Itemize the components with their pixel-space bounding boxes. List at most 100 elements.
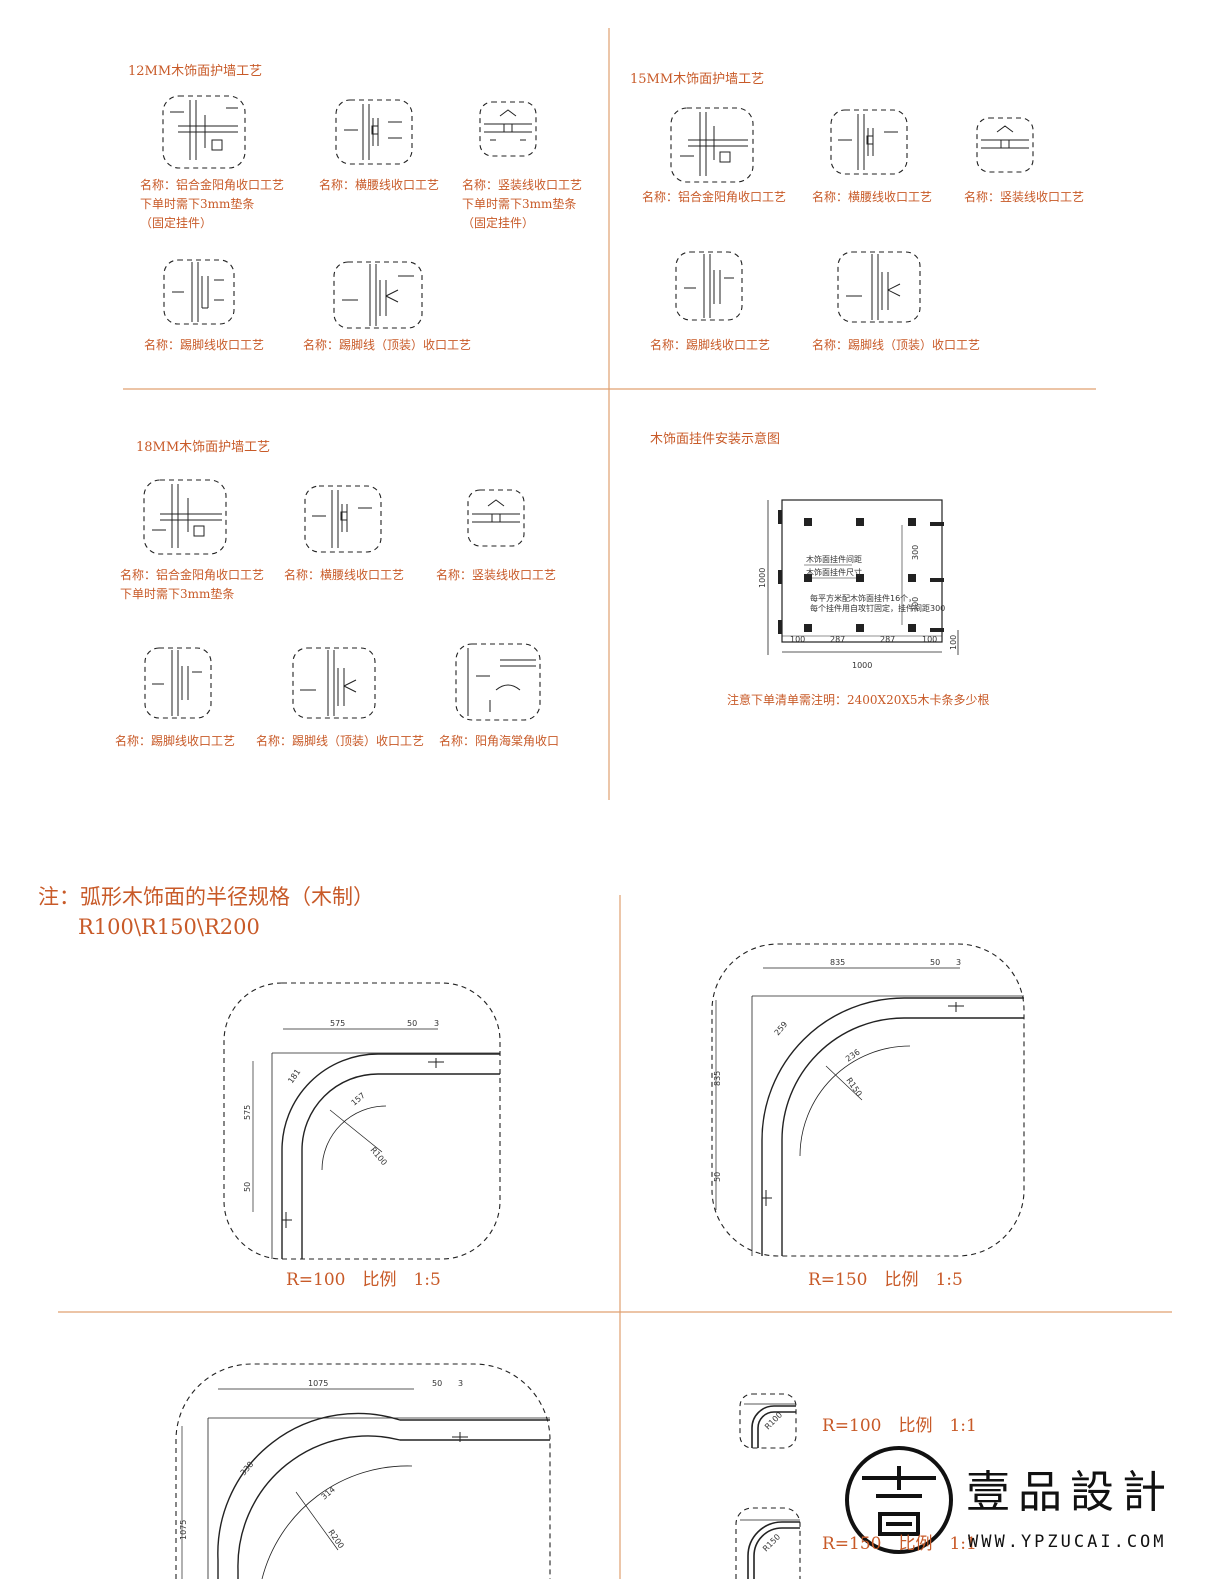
caption-r150: R=150 比例 1:5	[808, 1270, 963, 1290]
label-line: 名称：踢脚线收口工艺	[144, 338, 265, 352]
dim-r200-d2: 50	[432, 1379, 442, 1388]
arc-radii: R100\R150\R200	[78, 915, 260, 939]
section-12mm-title: 12MM木饰面护墙工艺	[128, 64, 263, 79]
label-15-corner: 名称：铝合金阳角收口工艺	[642, 188, 786, 207]
label-line: 名称：踢脚线（顶装）收口工艺	[303, 338, 472, 352]
label-line: 名称：横腰线收口工艺	[284, 568, 405, 582]
hanger-callout-1: 木饰面挂件间距	[806, 554, 862, 564]
detail-18-waist	[304, 485, 382, 553]
dim-r100-d1: 575	[330, 1019, 345, 1028]
hanger-title: 木饰面挂件安装示意图	[650, 432, 781, 447]
label-line: （固定挂件）	[140, 216, 213, 230]
caption-small-r100: R=100 比例 1:1	[822, 1416, 977, 1436]
detail-12-corner	[162, 95, 246, 169]
dim-r150-dv2: 50	[713, 1172, 722, 1182]
label-15-vertical: 名称：竖装线收口工艺	[964, 188, 1084, 207]
hanger-desc-2: 每个挂件用自攻钉固定，挂件间距300	[810, 603, 945, 613]
dim-r100-a1: 181	[286, 1067, 302, 1085]
dim-r200-d1: 1075	[308, 1379, 328, 1388]
dim-r150-d1: 835	[830, 958, 845, 967]
hanger-callout-2: 木饰面挂件尺寸	[806, 567, 862, 577]
arc-r100-small: R100	[739, 1393, 797, 1449]
dim-hanger-h2: 287	[830, 635, 845, 644]
label-line: （固定挂件）	[462, 216, 535, 230]
dim-r100-dv: 575	[243, 1105, 252, 1120]
dim-r100-r: R100	[368, 1146, 388, 1168]
arc-r150-small: R150	[735, 1507, 801, 1579]
label-12-skirting: 名称：踢脚线收口工艺	[144, 336, 264, 355]
label-line: 名称：铝合金阳角收口工艺	[642, 190, 787, 204]
label-line: 下单时需下3mm垫条	[462, 197, 577, 211]
detail-18-crabapple-corner	[455, 643, 541, 721]
dim-r200-r: R200	[326, 1528, 345, 1550]
arc-r150-drawing: 835 50 3 835 50 259 236 R150	[711, 943, 1025, 1257]
dim-r100-a2: 157	[350, 1091, 367, 1108]
label-15-skirting-top: 名称：踢脚线（顶装）收口工艺	[812, 336, 980, 355]
label-line: 名称：踢脚线收口工艺	[115, 734, 236, 748]
detail-12-skirting	[163, 259, 235, 325]
section-15mm-title: 15MM木饰面护墙工艺	[630, 72, 765, 87]
label-line: 名称：踢脚线收口工艺	[650, 338, 771, 352]
hanger-note: 注意下单清单需注明：2400X20X5木卡条多少根	[727, 693, 990, 707]
detail-12-skirting-top	[333, 261, 423, 329]
label-line: 名称：竖装线收口工艺	[964, 190, 1085, 204]
label-12-vertical: 名称：竖装线收口工艺 下单时需下3mm垫条 （固定挂件）	[462, 176, 582, 233]
dim-small2-r: R150	[761, 1532, 782, 1553]
caption-small-r150: R=150 比例 1:1	[822, 1534, 977, 1554]
label-18-skirting: 名称：踢脚线收口工艺	[115, 732, 235, 751]
label-line: 名称：铝合金阳角收口工艺	[140, 178, 285, 192]
label-18-waist: 名称：横腰线收口工艺	[284, 566, 404, 585]
dim-r200-a1: 338	[239, 1460, 256, 1477]
label-line: 名称：横腰线收口工艺	[319, 178, 440, 192]
dim-hanger-h1: 100	[790, 635, 805, 644]
hanger-diagram: 木饰面挂件间距 木饰面挂件尺寸 每平方米配木饰面挂件16个， 每个挂件用自攻钉固…	[758, 499, 959, 670]
arc-note: 注：弧形木饰面的半径规格（木制）	[38, 885, 374, 909]
detail-12-vertical	[479, 101, 537, 157]
logo-url: WWW.YPZUCAI.COM	[968, 1532, 1167, 1552]
dim-hanger-v2: 300	[911, 597, 920, 612]
caption-r100: R=100 比例 1:5	[286, 1270, 441, 1290]
detail-18-skirting-top	[292, 647, 376, 719]
label-18-skirting-top: 名称：踢脚线（顶装）收口工艺	[256, 732, 424, 751]
dim-hanger-h4: 100	[922, 635, 937, 644]
dim-r100-dv2: 50	[243, 1182, 252, 1192]
dim-r150-d3: 3	[956, 958, 961, 967]
label-line: 名称：踢脚线（顶装）收口工艺	[256, 734, 425, 748]
label-line: 名称：铝合金阳角收口工艺	[120, 568, 265, 582]
label-line: 名称：横腰线收口工艺	[812, 190, 933, 204]
detail-15-corner	[670, 107, 754, 183]
dim-hanger-v1: 300	[911, 545, 920, 560]
circle-logo-icon	[845, 1446, 953, 1554]
detail-12-waist	[335, 99, 413, 165]
detail-15-waist	[830, 109, 908, 175]
detail-18-skirting	[144, 647, 212, 719]
arc-r200-drawing: 1075 50 3 1075 338 314 R200	[175, 1363, 551, 1579]
detail-15-skirting-top	[837, 251, 921, 323]
dim-r100-d2: 50	[407, 1019, 417, 1028]
label-12-corner: 名称：铝合金阳角收口工艺 下单时需下3mm垫条 （固定挂件）	[140, 176, 284, 233]
section-18mm-title: 18MM木饰面护墙工艺	[136, 440, 271, 455]
label-line: 名称：竖装线收口工艺	[462, 178, 583, 192]
dim-r150-r: R150	[844, 1076, 863, 1098]
dim-hanger-height: 1000	[758, 568, 767, 588]
label-line: 名称：阳角海棠角收口	[439, 734, 560, 748]
logo-name: 壹品設計	[966, 1467, 1174, 1518]
label-18-crabapple-corner: 名称：阳角海棠角收口	[439, 732, 559, 751]
dim-hanger-h3: 287	[880, 635, 895, 644]
label-18-vertical: 名称：竖装线收口工艺	[436, 566, 556, 585]
label-12-skirting-top: 名称：踢脚线（顶装）收口工艺	[303, 336, 471, 355]
detail-18-corner	[143, 479, 227, 555]
dim-r100-d3: 3	[434, 1019, 439, 1028]
detail-15-skirting	[675, 251, 743, 321]
label-line: 下单时需下3mm垫条	[140, 197, 255, 211]
dim-r150-d2: 50	[930, 958, 940, 967]
dim-r200-d3: 3	[458, 1379, 463, 1388]
detail-18-vertical	[467, 489, 525, 547]
detail-15-vertical	[976, 117, 1034, 173]
label-15-skirting: 名称：踢脚线收口工艺	[650, 336, 770, 355]
label-line: 名称：竖装线收口工艺	[436, 568, 557, 582]
label-line: 名称：踢脚线（顶装）收口工艺	[812, 338, 981, 352]
label-18-corner: 名称：铝合金阳角收口工艺 下单时需下3mm垫条	[120, 566, 264, 604]
dim-r150-a1: 259	[773, 1020, 790, 1037]
